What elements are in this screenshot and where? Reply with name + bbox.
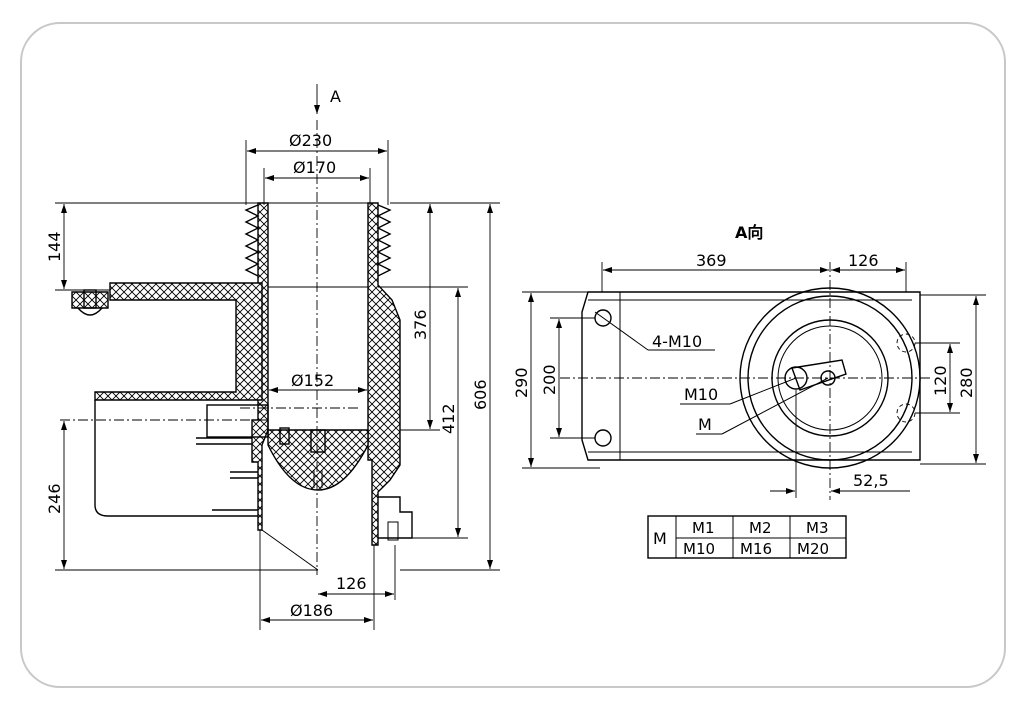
view-arrow-label: A — [330, 87, 341, 106]
dim-126-top-label: 126 — [848, 251, 879, 270]
dim-280-label: 280 — [957, 367, 976, 398]
center-stud — [310, 429, 326, 453]
table-col-m1: M1 — [692, 519, 715, 537]
dim-412-label: 412 — [439, 403, 458, 434]
right-wall-section — [367, 202, 401, 546]
dim-369-label: 369 — [696, 251, 727, 270]
hole-bottom-left — [594, 429, 612, 447]
right-bolt — [387, 521, 399, 541]
m10-label: M10 — [684, 385, 718, 404]
dim-230-label: Ø230 — [289, 131, 332, 150]
table-val-m20: M20 — [797, 540, 829, 558]
dim-152-label: Ø152 — [291, 371, 334, 390]
dim-126-label: 126 — [336, 574, 367, 593]
inner-bowl-section — [267, 429, 369, 491]
dim-200-label: 200 — [540, 364, 559, 395]
leader-m — [721, 377, 829, 435]
dim-606-label: 606 — [471, 379, 490, 410]
side-bolt — [279, 427, 290, 445]
dim-376-label: 376 — [411, 309, 430, 340]
dim-144-label: 144 — [45, 231, 64, 262]
holes-label: 4-M10 — [652, 332, 702, 351]
chamfer-line — [261, 529, 319, 571]
top-view-title: A向 — [735, 223, 763, 242]
dim-170-label: Ø170 — [293, 158, 336, 177]
base-plate — [581, 291, 921, 461]
sheds-left — [244, 204, 260, 277]
table-val-m16: M16 — [740, 540, 772, 558]
sheds-right — [376, 204, 392, 277]
size-table: M M1 M2 M3 M10 M16 M20 — [647, 515, 847, 559]
drawing-frame — [20, 22, 1006, 688]
insert-block — [206, 404, 269, 438]
right-boss — [378, 496, 413, 539]
dim-290-label: 290 — [512, 367, 531, 398]
leader-holes — [594, 311, 649, 351]
top-view: A向 369 126 290 — [512, 223, 986, 500]
side-view: A — [45, 84, 500, 630]
flange-section — [94, 282, 263, 401]
table-col-m2: M2 — [749, 519, 772, 537]
dim-246-label: 246 — [45, 483, 64, 514]
table-val-m10: M10 — [683, 540, 715, 558]
table-header: M — [653, 529, 667, 548]
leader-m10 — [729, 377, 797, 405]
flange-boss-section — [71, 291, 109, 309]
table-border — [647, 515, 847, 559]
m-label: M — [698, 415, 712, 434]
table-col-m3: M3 — [806, 519, 829, 537]
terminal-lug — [791, 359, 847, 391]
dim-186-label: Ø186 — [290, 601, 333, 620]
lower-body — [94, 400, 212, 517]
flange-nut — [77, 307, 103, 316]
dim-120-label: 120 — [931, 365, 950, 396]
dim-52-label: 52,5 — [853, 471, 889, 490]
